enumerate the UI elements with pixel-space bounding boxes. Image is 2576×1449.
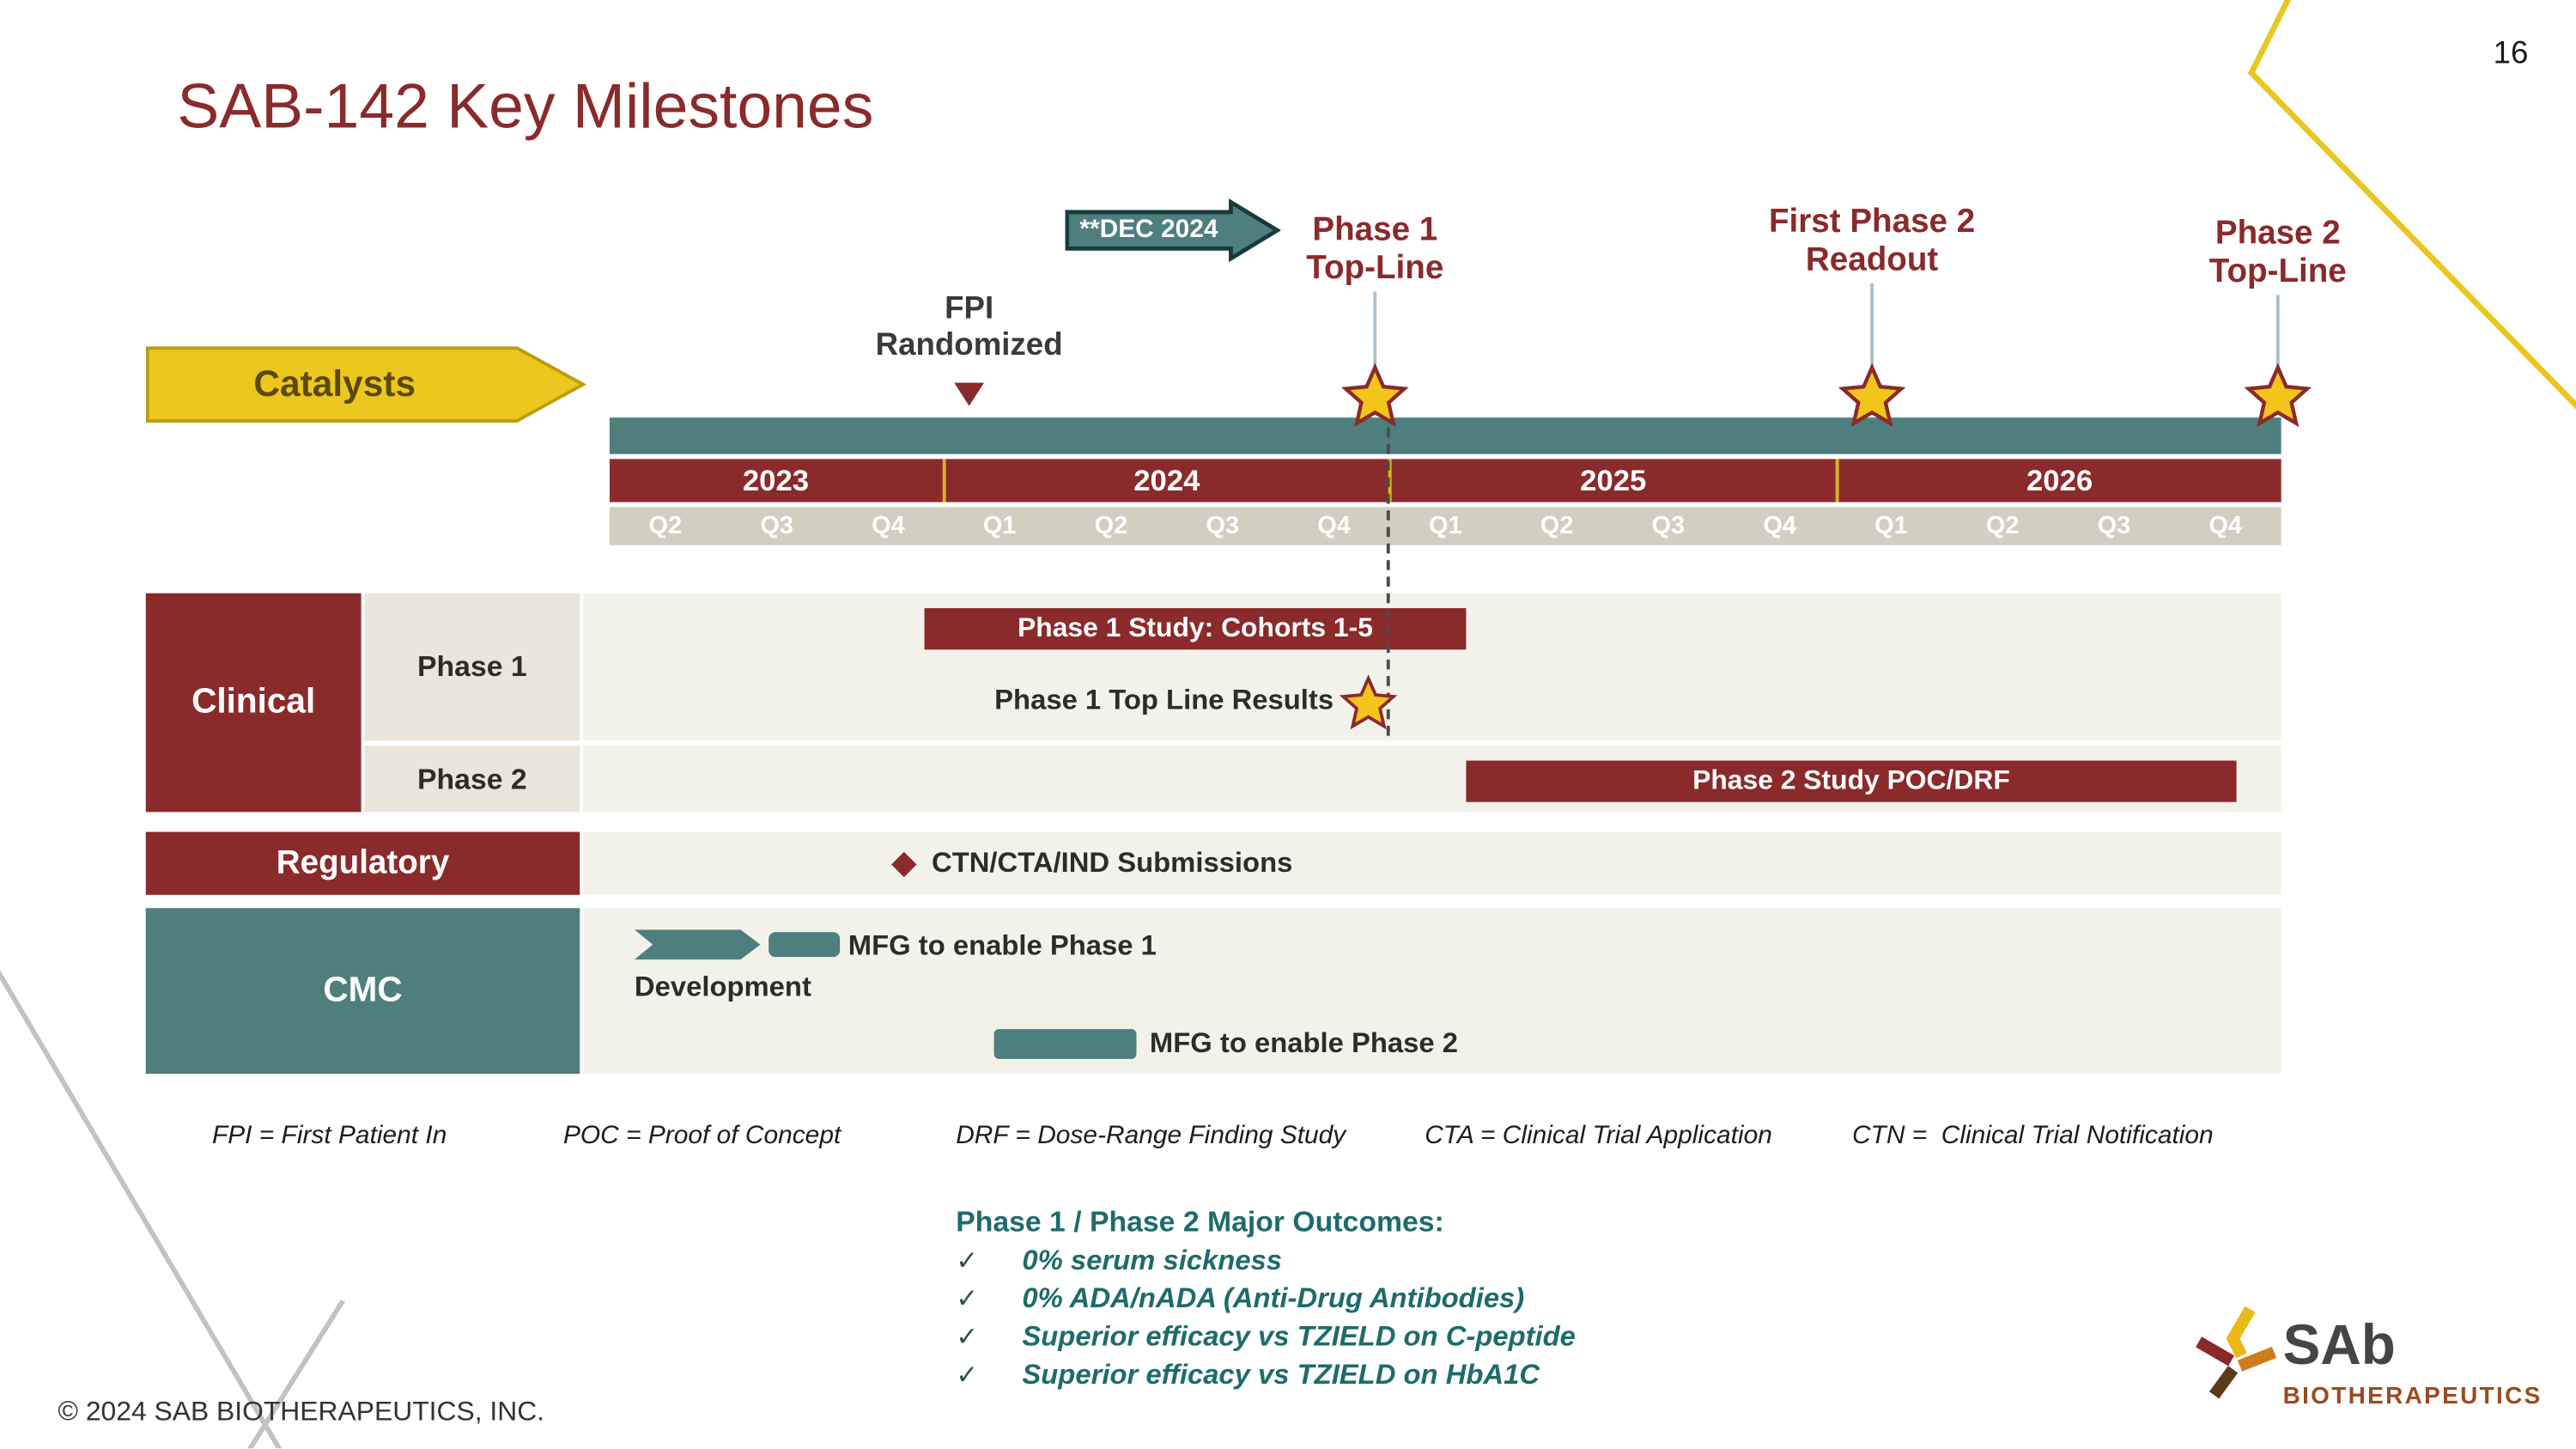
quarter-label: Q2 bbox=[648, 512, 683, 540]
diamond-marker-icon: ◆ bbox=[890, 844, 917, 882]
sab-logo-icon bbox=[2196, 1306, 2277, 1399]
quarter-label: Q3 bbox=[760, 512, 793, 540]
fpi-line2: Randomized bbox=[875, 328, 1063, 363]
quarter-label: Q3 bbox=[1651, 512, 1686, 540]
quarter-label: Q2 bbox=[1540, 512, 1574, 540]
quarter-label: Q1 bbox=[1428, 512, 1462, 540]
connector-line bbox=[1870, 283, 1874, 368]
quarter-label: Q4 bbox=[1317, 512, 1351, 540]
catalysts-arrow-shape bbox=[145, 346, 587, 423]
mfg-phase1-label: MFG to enable Phase 1 bbox=[848, 928, 1157, 961]
regulatory-submission-label: CTN/CTA/IND Submissions bbox=[932, 846, 1293, 879]
outcome-item: Superior efficacy vs TZIELD on HbA1C bbox=[956, 1359, 1576, 1397]
milestone-star-icon bbox=[1341, 362, 1409, 428]
quarter-label: Q4 bbox=[1763, 512, 1796, 540]
quarter-label: Q3 bbox=[1206, 512, 1240, 540]
milestone-line2: Readout bbox=[1805, 241, 1939, 279]
fpi-randomized-label: FPI Randomized bbox=[820, 292, 1118, 365]
regulatory-lane-header: Regulatory bbox=[145, 831, 580, 895]
connector-line bbox=[1373, 291, 1377, 368]
outcomes-title: Phase 1 / Phase 2 Major Outcomes: bbox=[956, 1204, 1444, 1239]
timeline-year-bar: 2023 2024 2025 2026 bbox=[609, 459, 2281, 502]
phase1-study-bar: Phase 1 Study: Cohorts 1-5 bbox=[924, 608, 1467, 650]
quarter-label: Q1 bbox=[982, 512, 1017, 540]
milestone-line2: Top-Line bbox=[2208, 253, 2347, 290]
dec-badge-arrow-shape bbox=[1065, 198, 1282, 263]
footnote-fpi: FPI = First Patient In bbox=[211, 1122, 447, 1150]
checkmark-icon bbox=[956, 1321, 981, 1355]
fpi-line1: FPI bbox=[945, 291, 994, 327]
cmc-lane-header: CMC bbox=[145, 908, 580, 1075]
phase1-row-label: Phase 1 bbox=[364, 593, 580, 741]
checkmark-icon bbox=[956, 1282, 981, 1316]
quarter-label: Q2 bbox=[1985, 512, 2020, 540]
catalysts-label: Catalysts bbox=[253, 362, 416, 405]
quarters-2024: Q1 Q2 Q3 Q4 bbox=[944, 507, 1389, 545]
regulatory-row-background bbox=[583, 831, 2281, 895]
milestone-line1: Phase 1 bbox=[1312, 211, 1438, 249]
quarter-label: Q2 bbox=[1094, 512, 1128, 540]
quarters-2026: Q1 Q2 Q3 Q4 bbox=[1836, 507, 2281, 545]
slide-title: SAB-142 Key Milestones bbox=[177, 72, 874, 143]
footnote-poc: POC = Proof of Concept bbox=[562, 1122, 841, 1150]
footnote-cta: CTA = Clinical Trial Application bbox=[1425, 1122, 1772, 1150]
dec-badge-label: **DEC 2024 bbox=[1079, 215, 1218, 244]
quarter-label: Q3 bbox=[2097, 512, 2131, 540]
quarter-label: Q4 bbox=[2208, 512, 2243, 540]
sab-logo: SAb BIOTHERAPEUTICS bbox=[2190, 1301, 2547, 1444]
year-2025: 2025 bbox=[1391, 459, 1838, 502]
development-label: Development bbox=[634, 971, 811, 1003]
mfg-phase2-label: MFG to enable Phase 2 bbox=[1149, 1027, 1458, 1059]
quarters-2023: Q2 Q3 Q4 bbox=[610, 507, 944, 545]
outcome-item: 0% serum sickness bbox=[956, 1245, 1576, 1282]
milestone-label-phase2-topline: Phase 2 Top-Line bbox=[2096, 216, 2460, 292]
quarter-label: Q4 bbox=[872, 512, 905, 540]
quarter-label: Q1 bbox=[1874, 512, 1908, 540]
dec-2024-dashed-line bbox=[1386, 427, 1390, 736]
mfg-phase2-bar bbox=[993, 1029, 1137, 1059]
catalysts-banner: Catalysts bbox=[145, 346, 590, 423]
major-outcomes-block: Phase 1 / Phase 2 Major Outcomes: 0% ser… bbox=[956, 1205, 1576, 1397]
regulatory-submission-item: ◆ CTN/CTA/IND Submissions bbox=[891, 832, 1292, 895]
outcome-text: 0% ADA/nADA (Anti-Drug Antibodies) bbox=[1022, 1282, 1525, 1314]
year-2024: 2024 bbox=[945, 459, 1392, 502]
outcome-text: Superior efficacy vs TZIELD on C-peptide bbox=[1022, 1320, 1576, 1353]
milestone-label-first-phase2-readout: First Phase 2 Readout bbox=[1690, 204, 2054, 280]
page-number: 16 bbox=[2493, 36, 2529, 71]
phase1-topline-label: Phase 1 Top Line Results bbox=[994, 684, 1334, 716]
checkmark-icon bbox=[956, 1245, 981, 1278]
copyright-text: © 2024 SAB BIOTHERAPEUTICS, INC. bbox=[58, 1397, 545, 1428]
logo-name: SAb bbox=[2282, 1313, 2396, 1378]
footnote-ctn: CTN = Clinical Trial Notification bbox=[1851, 1122, 2214, 1150]
connector-line bbox=[2275, 295, 2280, 368]
quarters-2025: Q1 Q2 Q3 Q4 bbox=[1389, 507, 1835, 545]
milestone-line1: First Phase 2 bbox=[1768, 204, 1976, 240]
milestone-star-icon bbox=[2244, 362, 2312, 428]
fpi-marker-triangle-icon bbox=[954, 382, 985, 406]
cmc-row-background bbox=[583, 908, 2281, 1075]
clinical-lane-header: Clinical bbox=[145, 593, 361, 813]
checkmark-icon bbox=[956, 1359, 981, 1392]
milestone-star-icon bbox=[1838, 362, 1906, 428]
dec-2024-badge: **DEC 2024 bbox=[1065, 198, 1282, 263]
footnote-drf: DRF = Dose-Range Finding Study bbox=[956, 1122, 1346, 1150]
outcome-item: 0% ADA/nADA (Anti-Drug Antibodies) bbox=[956, 1282, 1576, 1320]
year-2023: 2023 bbox=[609, 459, 945, 502]
phase2-row-label: Phase 2 bbox=[364, 746, 580, 813]
timeline-teal-bar bbox=[609, 417, 2281, 454]
phase2-study-bar: Phase 2 Study POC/DRF bbox=[1466, 760, 2237, 802]
outcome-text: Superior efficacy vs TZIELD on HbA1C bbox=[1022, 1359, 1540, 1391]
outcome-text: 0% serum sickness bbox=[1022, 1244, 1283, 1276]
milestone-label-phase1-topline: Phase 1 Top-Line bbox=[1193, 212, 1557, 289]
year-2026: 2026 bbox=[1838, 459, 2281, 502]
milestone-line2: Top-Line bbox=[1306, 250, 1444, 287]
logo-tagline: BIOTHERAPEUTICS bbox=[2282, 1383, 2543, 1410]
outcome-item: Superior efficacy vs TZIELD on C-peptide bbox=[956, 1321, 1576, 1359]
cmc-process-arrows-icon bbox=[634, 929, 841, 960]
phase1-topline-star-icon bbox=[1339, 674, 1398, 730]
timeline-quarter-bar: Q2 Q3 Q4 Q1 Q2 Q3 Q4 Q1 Q2 Q3 Q4 Q1 Q2 Q… bbox=[609, 507, 2281, 545]
milestone-line1: Phase 2 bbox=[2215, 215, 2341, 253]
